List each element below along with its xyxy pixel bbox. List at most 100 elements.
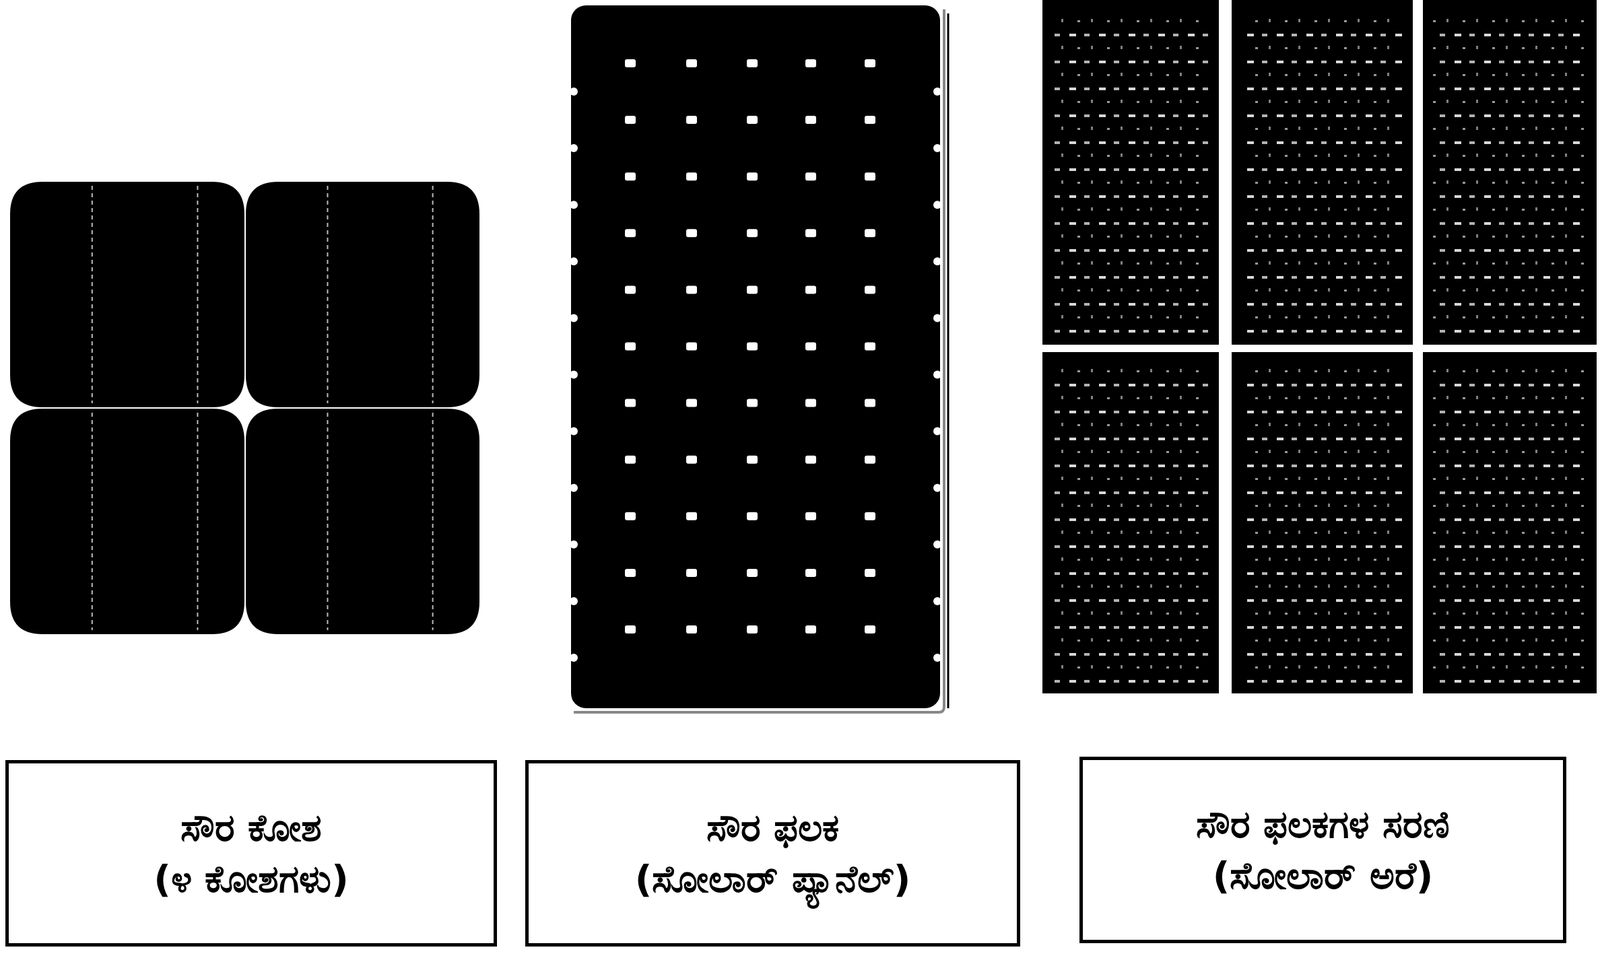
caption-subtitle: (ಸೋಲಾರ್ ಅರೆ) xyxy=(1212,850,1434,902)
array-panel xyxy=(1422,352,1597,694)
cell-gap xyxy=(864,172,876,181)
busbar xyxy=(432,185,434,404)
edge-notch xyxy=(933,257,942,266)
cell-gap xyxy=(686,512,697,521)
cell-gap xyxy=(624,172,636,181)
array-panel-cells xyxy=(1241,9,1404,336)
cell-gap xyxy=(686,59,697,68)
array-panel xyxy=(1042,0,1219,345)
cell-gap xyxy=(624,59,636,68)
edge-notch xyxy=(569,427,578,436)
busbar xyxy=(196,185,198,404)
panel-frame-edge xyxy=(947,13,950,709)
solar-cell xyxy=(245,408,480,635)
cell-gap xyxy=(624,342,636,351)
cell-gap xyxy=(805,115,817,124)
edge-notch xyxy=(933,540,942,549)
edge-notch xyxy=(569,371,578,380)
edge-notch xyxy=(933,597,942,606)
edge-notch xyxy=(933,653,942,662)
solar-cells xyxy=(10,181,480,635)
array-panel xyxy=(1231,0,1413,345)
cell-gap xyxy=(746,342,758,351)
array-panel-cells xyxy=(1051,9,1210,336)
cell-gap xyxy=(686,172,697,181)
cell-gap xyxy=(686,115,697,124)
array-panel xyxy=(1231,352,1413,694)
busbar xyxy=(91,185,93,404)
solar-cell xyxy=(245,181,480,408)
cell-gap xyxy=(624,115,636,124)
busbar xyxy=(326,185,328,404)
cell-gap xyxy=(624,285,636,294)
caption-title: ಸೌರ ಕೋಶ xyxy=(180,802,323,854)
cell-gap xyxy=(805,342,817,351)
cell-gap xyxy=(686,455,697,464)
cell-gap xyxy=(864,285,876,294)
cell-gap xyxy=(686,342,697,351)
cell-gap xyxy=(686,399,697,408)
cell-gap xyxy=(805,285,817,294)
edge-notch xyxy=(569,313,578,322)
edge-notch xyxy=(569,540,578,549)
edge-notch xyxy=(933,144,942,153)
cell-gap xyxy=(686,569,697,578)
cell-gap xyxy=(805,172,817,181)
cell-gap xyxy=(864,399,876,408)
edge-notch xyxy=(933,427,942,436)
cell-gap xyxy=(864,342,876,351)
cell-gap xyxy=(746,512,758,521)
cell-gap xyxy=(805,455,817,464)
cell-gap xyxy=(864,455,876,464)
panel-body xyxy=(571,5,941,709)
array-panel xyxy=(1422,0,1597,345)
busbar xyxy=(91,412,93,631)
solar-cell xyxy=(10,181,245,408)
cell-gap xyxy=(805,59,817,68)
caption-subtitle: (ಸೋಲಾರ್ ಪ್ಯಾನೆಲ್) xyxy=(635,853,912,906)
cell-gap xyxy=(746,172,758,181)
array-panel-cells xyxy=(1432,361,1588,685)
cell-gap xyxy=(686,228,697,238)
solar-array xyxy=(1042,0,1597,694)
cell-gap xyxy=(746,625,758,634)
cell-gap xyxy=(805,512,817,521)
busbar xyxy=(432,412,434,631)
array-panel-cells xyxy=(1051,361,1210,685)
caption-subtitle: (೪ ಕೋಶಗಳು) xyxy=(153,853,349,906)
cell-gap xyxy=(864,625,876,634)
cell-gap xyxy=(746,569,758,578)
edge-notch xyxy=(933,200,942,209)
cell-gap xyxy=(746,285,758,294)
busbar xyxy=(326,412,328,631)
edge-notch xyxy=(569,87,578,96)
cell-gap xyxy=(864,59,876,68)
edge-notch xyxy=(569,597,578,606)
edge-notch xyxy=(569,200,578,209)
cell-gap xyxy=(624,399,636,408)
edge-notch xyxy=(569,144,578,153)
cell-gap xyxy=(686,285,697,294)
cell-gap xyxy=(624,512,636,521)
edge-notch xyxy=(933,371,942,380)
cell-gap xyxy=(864,569,876,578)
cell-gap xyxy=(805,228,817,238)
cell-gap xyxy=(864,115,876,124)
edge-notch xyxy=(933,87,942,96)
label-box: ಸೌರ ಕೋಶ(೪ ಕೋಶಗಳು) xyxy=(5,760,497,947)
cell-gap xyxy=(864,512,876,521)
array-panel-cells xyxy=(1241,361,1404,685)
label-box: ಸೌರ ಫಲಕಗಳ ಸರಣಿ(ಸೋಲಾರ್ ಅರೆ) xyxy=(1079,756,1567,944)
cell-gap xyxy=(746,455,758,464)
cell-gap xyxy=(746,399,758,408)
cell-gap xyxy=(805,399,817,408)
cell-gap xyxy=(864,228,876,238)
cell-gap xyxy=(686,625,697,634)
solar-panel xyxy=(569,5,949,713)
cell-gap xyxy=(805,625,817,634)
cell-gap xyxy=(624,569,636,578)
label-box: ಸೌರ ಫಲಕ(ಸೋಲಾರ್ ಪ್ಯಾನೆಲ್) xyxy=(525,760,1021,947)
array-panel xyxy=(1042,352,1219,694)
solar-cell xyxy=(10,408,245,635)
